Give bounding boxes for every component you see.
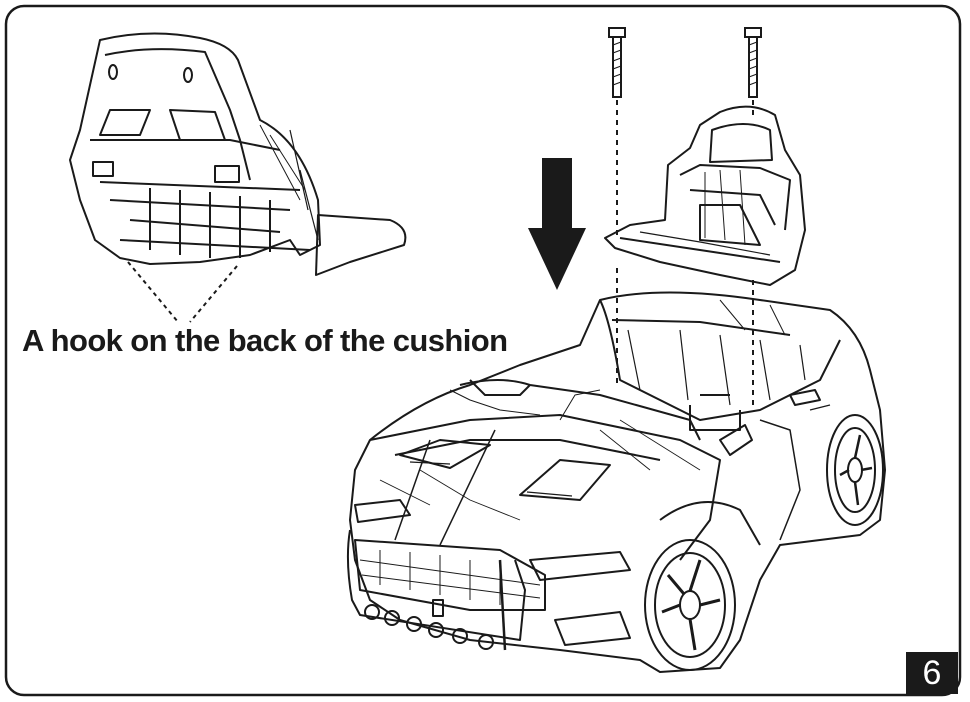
- front-wheel: [644, 539, 736, 671]
- hook-leader-lines: [127, 261, 238, 323]
- screw-icon: [608, 27, 626, 98]
- outer-border: [4, 4, 962, 697]
- hook-caption: A hook on the back of the cushion: [22, 323, 508, 358]
- seat-front-view: [604, 105, 806, 286]
- rear-wheel: [826, 414, 884, 526]
- screw-alignment-lines: [616, 100, 754, 405]
- car-body: [346, 291, 886, 673]
- seat-back-view: [69, 32, 407, 276]
- down-arrow-icon: [528, 158, 586, 290]
- step-number-badge: 6: [906, 652, 958, 694]
- screw-icon: [744, 27, 762, 98]
